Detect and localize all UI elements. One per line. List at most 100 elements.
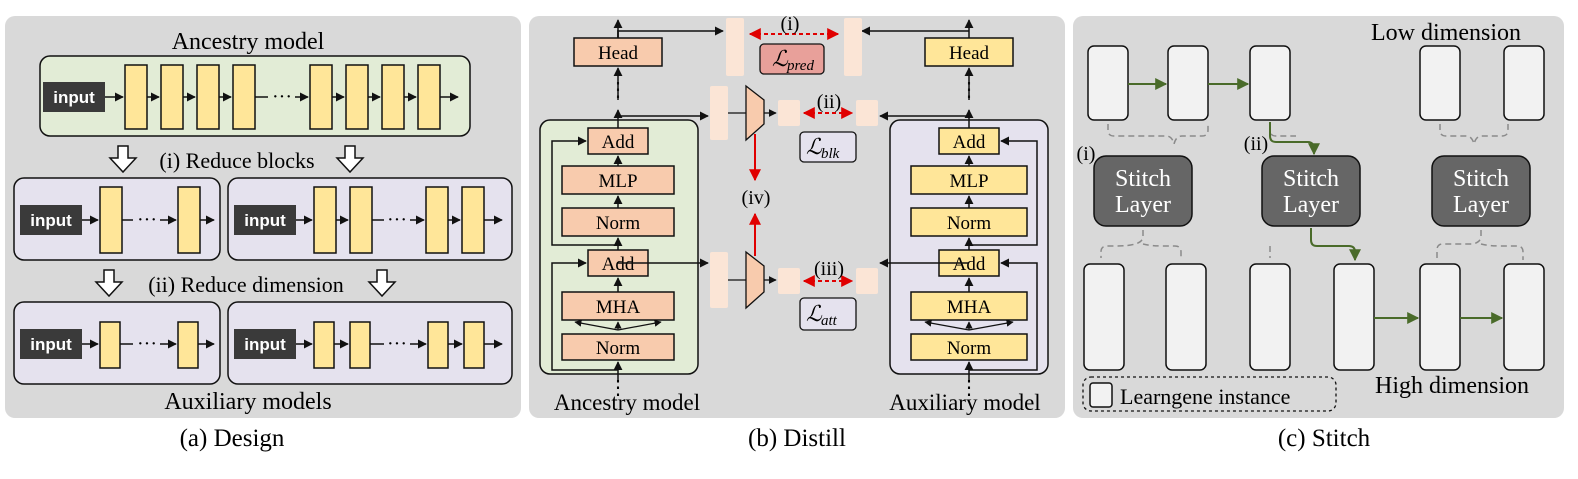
learngene-instance-low (1087, 45, 1129, 121)
add-block-left-top (587, 127, 649, 155)
vertical-dots: ⋮ (608, 377, 628, 399)
norm-label: Norm (947, 213, 992, 234)
input-block (20, 205, 82, 235)
norm-block-right-top (910, 207, 1028, 237)
input-label: input (244, 335, 286, 354)
head-label: Head (598, 43, 639, 64)
panel-c-stitch: Low dimension (i) (ii) Stitch Layer (1073, 16, 1564, 452)
add-label: Add (602, 132, 635, 153)
mha-block-left (561, 291, 675, 321)
ancestry-block-8 (417, 64, 441, 130)
feature-bar (844, 18, 862, 76)
norm-block-right-bottom (910, 333, 1028, 361)
feature-bar (856, 268, 878, 294)
input-block (43, 82, 105, 112)
stitch-layer-1 (1093, 155, 1193, 227)
learngene-instance-low (1167, 45, 1209, 121)
aux-block (313, 186, 337, 254)
mha-block-right (910, 291, 1028, 321)
aux-block (177, 321, 199, 369)
down-arrow-icon (108, 145, 138, 174)
ancestry-block-2 (160, 64, 184, 130)
norm-label: Norm (596, 213, 641, 234)
stitch-layer-label: Layer (1283, 192, 1339, 218)
stitch-layer-label: Layer (1115, 192, 1171, 218)
legend-label: Learngene instance (1120, 384, 1290, 409)
feature-bar (856, 100, 878, 126)
feature-bar (778, 100, 800, 126)
loss-pred-box (759, 43, 825, 75)
low-dimension-label: Low dimension (1371, 20, 1521, 46)
loss-symbol: ℒ (772, 46, 789, 71)
stitch-layer-label: Layer (1453, 192, 1509, 218)
ancestry-model-title: Ancestry model (172, 29, 325, 55)
projector-trapezoid (745, 250, 765, 310)
learngene-instance-high (1165, 263, 1207, 371)
loss-blk-subscript: blk (821, 146, 840, 162)
high-dimension-label: High dimension (1375, 373, 1529, 399)
auxiliary-model-label: Auxiliary model (889, 390, 1040, 415)
aux-block (349, 186, 373, 254)
aux-block (349, 321, 371, 369)
ellipsis: ··· (272, 86, 292, 108)
add-block-right-top (938, 127, 1000, 155)
aux-block (177, 186, 201, 254)
stitch-layer-label: Stitch (1283, 166, 1339, 192)
panel-a-design: Ancestry model input ··· (5, 16, 521, 452)
legend-box (1082, 376, 1337, 412)
down-arrow-icon (94, 269, 124, 298)
ellipsis: ··· (137, 209, 157, 231)
loss-att-box (799, 297, 857, 331)
learngene-instance-high (1333, 263, 1375, 371)
marker-i: (i) (781, 13, 800, 35)
ancestry-block-1 (124, 64, 148, 130)
learngene-instance-high (1249, 263, 1291, 371)
input-label: input (30, 211, 72, 230)
stitch-layer-label: Stitch (1453, 166, 1509, 192)
ancestry-block-6 (345, 64, 369, 130)
aux-block (461, 186, 485, 254)
mlp-label: MLP (949, 171, 988, 192)
stitch-layer-2 (1261, 155, 1361, 227)
vertical-dots: ⋮ (959, 377, 979, 399)
input-block (20, 329, 82, 359)
loss-symbol: ℒ (806, 134, 823, 159)
ellipsis: ··· (387, 333, 407, 355)
projector-trapezoid (745, 84, 765, 142)
marker-iv: (iv) (742, 187, 771, 209)
head-label: Head (949, 43, 990, 64)
mha-label: MHA (596, 297, 641, 318)
stitch-layer-3 (1431, 155, 1531, 227)
aux-block (313, 321, 335, 369)
feature-bar (726, 18, 744, 76)
add-label: Add (953, 132, 986, 153)
feature-bar (710, 252, 728, 308)
ancestry-model-label: Ancestry model (554, 390, 700, 415)
caption-c: (c) Stitch (1278, 425, 1371, 452)
ancestry-block-5 (309, 64, 333, 130)
aux-block (99, 321, 121, 369)
learngene-instance-low (1249, 45, 1291, 121)
learngene-instance-high (1503, 263, 1545, 371)
head-block-right (924, 37, 1014, 67)
down-arrow-icon (367, 269, 397, 298)
norm-block-left-bottom (561, 333, 675, 361)
mlp-block-right (910, 165, 1028, 195)
input-label: input (30, 335, 72, 354)
mha-label: MHA (947, 297, 992, 318)
add-label: Add (602, 254, 635, 275)
loss-blk-box (799, 131, 857, 163)
head-block-left (573, 37, 663, 67)
aux-block (427, 321, 449, 369)
mlp-label: MLP (598, 171, 637, 192)
marker-ii: (ii) (1244, 133, 1268, 155)
ancestry-block-7 (381, 64, 405, 130)
ellipsis: ··· (387, 209, 407, 231)
aux-block (99, 186, 123, 254)
legend-instance-icon (1089, 382, 1113, 408)
feature-bar (710, 86, 728, 140)
loss-pred-subscript: pred (786, 58, 814, 74)
norm-block-left-top (561, 207, 675, 237)
ancestry-block-4 (232, 64, 256, 130)
